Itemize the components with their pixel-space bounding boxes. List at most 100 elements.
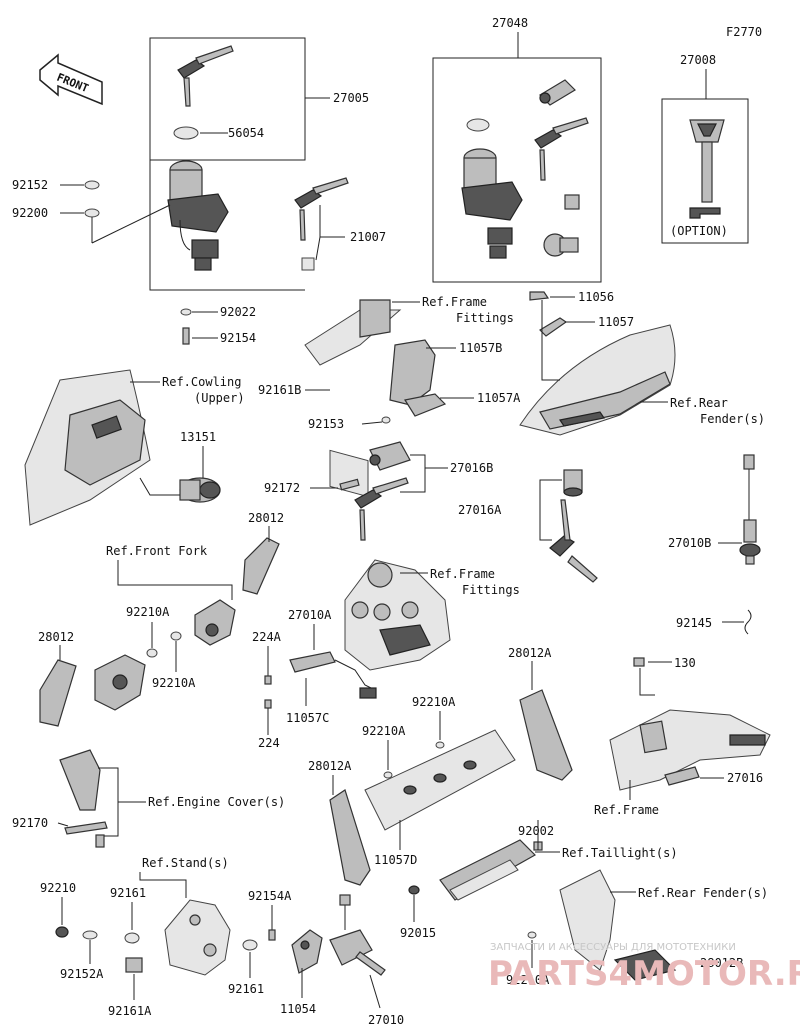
label-13151: 13151 bbox=[180, 430, 216, 444]
key-blank-21007-icon bbox=[294, 177, 349, 271]
ref-cowling: Ref.Cowling bbox=[162, 375, 241, 389]
bolt-92154-icon bbox=[182, 327, 190, 345]
socket-13151-icon bbox=[179, 477, 221, 503]
front-arrow-icon: FRONT bbox=[39, 53, 103, 106]
label-27010B: 27010B bbox=[668, 536, 711, 550]
label-11057A: 11057A bbox=[477, 391, 521, 405]
engine-cover-bracket-icon bbox=[59, 749, 108, 848]
bushing-92161A-icon bbox=[125, 957, 143, 973]
clip-11057-icon bbox=[539, 317, 568, 337]
ref-stand: Ref.Stand(s) bbox=[142, 856, 229, 870]
rear-fender-lower-icon bbox=[559, 869, 677, 981]
label-27016A: 27016A bbox=[458, 503, 502, 517]
label-21007: 21007 bbox=[350, 230, 386, 244]
label-92210A-3: 92210A bbox=[412, 695, 456, 709]
label-224A: 224A bbox=[252, 630, 282, 644]
cowling-upper-icon: Ref.Cowling (Upper) bbox=[24, 369, 245, 526]
ignition-switch-group: 56054 27005 bbox=[149, 37, 369, 291]
ref-engine-cover: Ref.Engine Cover(s) bbox=[148, 795, 285, 809]
label-92002: 92002 bbox=[518, 824, 554, 838]
lock-set-27048-group: 27048 bbox=[432, 16, 602, 283]
label-11056: 11056 bbox=[578, 290, 614, 304]
label-92210A-2: 92210A bbox=[152, 676, 196, 690]
clip-11056-icon bbox=[529, 291, 550, 301]
label-11057B: 11057B bbox=[459, 341, 502, 355]
rear-fender-upper-icon: Ref.Rear Fender(s) bbox=[519, 324, 765, 436]
label-11054: 11054 bbox=[280, 1002, 316, 1016]
pad-28012A-left-icon bbox=[329, 789, 371, 886]
ref-cowling-b: (Upper) bbox=[194, 391, 245, 405]
ref-frame-fittings-2b: Fittings bbox=[462, 583, 520, 597]
pad-28012-left-icon bbox=[39, 659, 77, 727]
label-92210A-1: 92210A bbox=[126, 605, 170, 619]
ignition-switch-icon bbox=[461, 148, 523, 259]
lock-cylinder-icon bbox=[539, 79, 576, 106]
key-icon bbox=[534, 117, 589, 181]
key-icon bbox=[689, 119, 725, 203]
label-56054: 56054 bbox=[228, 126, 264, 140]
label-11057D: 11057D bbox=[374, 853, 417, 867]
washer-92200-icon bbox=[84, 208, 100, 218]
ref-rear-fender-2: Ref.Rear Fender(s) bbox=[638, 886, 768, 900]
key-27008-group: 27008 (OPTION) bbox=[661, 53, 749, 244]
label-92210: 92210 bbox=[40, 881, 76, 895]
nut-92015-icon bbox=[408, 885, 420, 895]
label-92154: 92154 bbox=[220, 331, 256, 345]
label-92161: 92161 bbox=[110, 886, 146, 900]
key-icon bbox=[354, 477, 409, 541]
label-27048: 27048 bbox=[492, 16, 528, 30]
sensor-27010B-icon bbox=[739, 454, 761, 565]
key-icon bbox=[549, 499, 598, 583]
switch-27010-icon bbox=[329, 894, 386, 976]
label-92200: 92200 bbox=[12, 206, 48, 220]
rear-frame-icon bbox=[609, 709, 771, 791]
seat-lock-icon bbox=[543, 233, 579, 257]
washer-92152-icon bbox=[84, 180, 100, 190]
ref-frame-fittings-1b: Fittings bbox=[456, 311, 514, 325]
ref-frame-fittings-2: Ref.Frame bbox=[430, 567, 495, 581]
ref-front-fork: Ref.Front Fork bbox=[106, 544, 208, 558]
label-28012A-top: 28012A bbox=[508, 646, 552, 660]
label-11057C: 11057C bbox=[286, 711, 329, 725]
bracket-11057D-icon bbox=[364, 729, 516, 831]
label-92210A-4: 92210A bbox=[362, 724, 406, 738]
label-28012-top: 28012 bbox=[248, 511, 284, 525]
label-224: 224 bbox=[258, 736, 280, 750]
label-92170: 92170 bbox=[12, 816, 48, 830]
frame-fittings-top-group: Ref.Frame Fittings 92161B 11057B 11057A … bbox=[258, 295, 521, 498]
label-27016: 27016 bbox=[727, 771, 763, 785]
ref-frame-fittings-1: Ref.Frame bbox=[422, 295, 487, 309]
diagram-code: F2770 bbox=[726, 25, 762, 39]
label-28012-left: 28012 bbox=[38, 630, 74, 644]
ref-taillight: Ref.Taillight(s) bbox=[562, 846, 678, 860]
label-130: 130 bbox=[674, 656, 696, 670]
stand-bracket-icon bbox=[164, 899, 231, 976]
taillight-bracket-icon bbox=[439, 839, 536, 901]
label-28012B: 28012B bbox=[700, 956, 743, 970]
label-92172: 92172 bbox=[264, 481, 300, 495]
fork-clamp-icon bbox=[94, 654, 146, 711]
label-28012A-left: 28012A bbox=[308, 759, 352, 773]
watermark-line1: ЗАПЧАСТИ И АКСЕССУАРЫ ДЛЯ МОТОТЕХНИКИ bbox=[490, 942, 736, 953]
label-92145: 92145 bbox=[676, 616, 712, 630]
lock-27016A-icon bbox=[563, 469, 583, 497]
label-92022: 92022 bbox=[220, 305, 256, 319]
label-92161A: 92161A bbox=[108, 1004, 152, 1018]
ref-rear-fender-1: Ref.Rear bbox=[670, 396, 728, 410]
label-92210A-5: 92210A bbox=[506, 973, 550, 987]
label-92015: 92015 bbox=[400, 926, 436, 940]
bolt-130-icon bbox=[633, 657, 645, 667]
ref-rear-fender-1b: Fender(s) bbox=[700, 412, 765, 426]
watermark-line2: PARTS4MOTOR.RU bbox=[488, 954, 800, 994]
spring-92145-icon bbox=[744, 609, 752, 635]
label-92152: 92152 bbox=[12, 178, 48, 192]
label-27016B: 27016B bbox=[450, 461, 493, 475]
label-27008: 27008 bbox=[680, 53, 716, 67]
key-icon bbox=[177, 45, 234, 107]
label-92161B: 92161B bbox=[258, 383, 301, 397]
bracket-11054-icon bbox=[291, 929, 323, 974]
label-option: (OPTION) bbox=[670, 224, 728, 238]
frame-fittings-center-icon: Ref.Frame Fittings bbox=[344, 559, 520, 671]
pad-28012-icon bbox=[242, 537, 280, 595]
